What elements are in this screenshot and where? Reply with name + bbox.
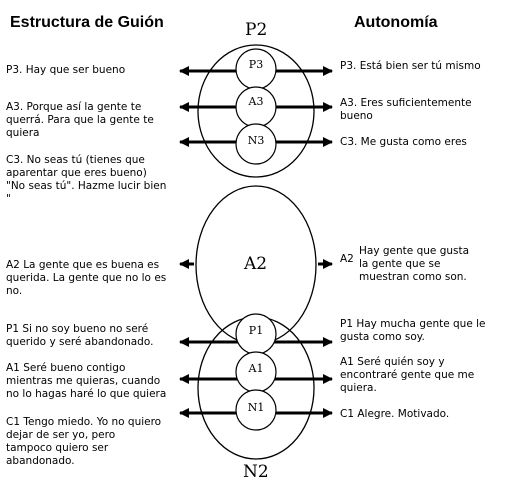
left-a2-text: A2 La gente que es buena es querida. La … <box>6 259 167 297</box>
label-p3: P3 <box>249 58 263 71</box>
label-a1: A1 <box>248 362 264 375</box>
left-c1-text: C1 Tengo miedo. Yo no quiero dejar de se… <box>6 416 162 467</box>
header-left: Estructura de Guión <box>10 14 164 31</box>
circle-n1 <box>235 389 277 431</box>
circle-n3 <box>235 123 277 165</box>
left-c3-text: C3. No seas tú (tienes que aparentar que… <box>6 154 167 205</box>
label-n1: N1 <box>248 401 265 414</box>
right-p3-text: P3. Está bien ser tú mismo <box>340 60 481 72</box>
right-c3-text: C3. Me gusta como eres <box>340 136 467 148</box>
ego-label-p2: P2 <box>245 20 268 40</box>
label-a3: A3 <box>248 95 264 108</box>
label-n3: N3 <box>248 134 265 147</box>
right-c1-text: C1 Alegre. Motivado. <box>340 408 450 420</box>
right-a1-text: A1 Seré quién soy y encontraré gente que… <box>340 356 475 394</box>
right-p1-text: P1 Hay mucha gente que le gusta como soy… <box>340 318 486 343</box>
left-p3-text: P3. Hay que ser bueno <box>6 64 126 76</box>
label-p1: P1 <box>249 324 263 337</box>
right-a2-label: A2 <box>340 253 354 265</box>
right-a2-text: Hay gente que gusta la gente que se mues… <box>359 245 470 283</box>
header-right: Autonomía <box>354 14 438 31</box>
ego-label-n2: N2 <box>243 462 269 482</box>
left-a3-text: A3. Porque así la gente te querrá. Para … <box>6 101 154 139</box>
right-a3-text: A3. Eres suficientemente bueno <box>340 97 472 122</box>
left-p1-text: P1 Si no soy bueno no seré querido y ser… <box>6 323 154 348</box>
left-a1-text: A1 Seré bueno contigo mientras me quiera… <box>6 362 167 400</box>
ego-label-a2: A2 <box>244 254 268 274</box>
